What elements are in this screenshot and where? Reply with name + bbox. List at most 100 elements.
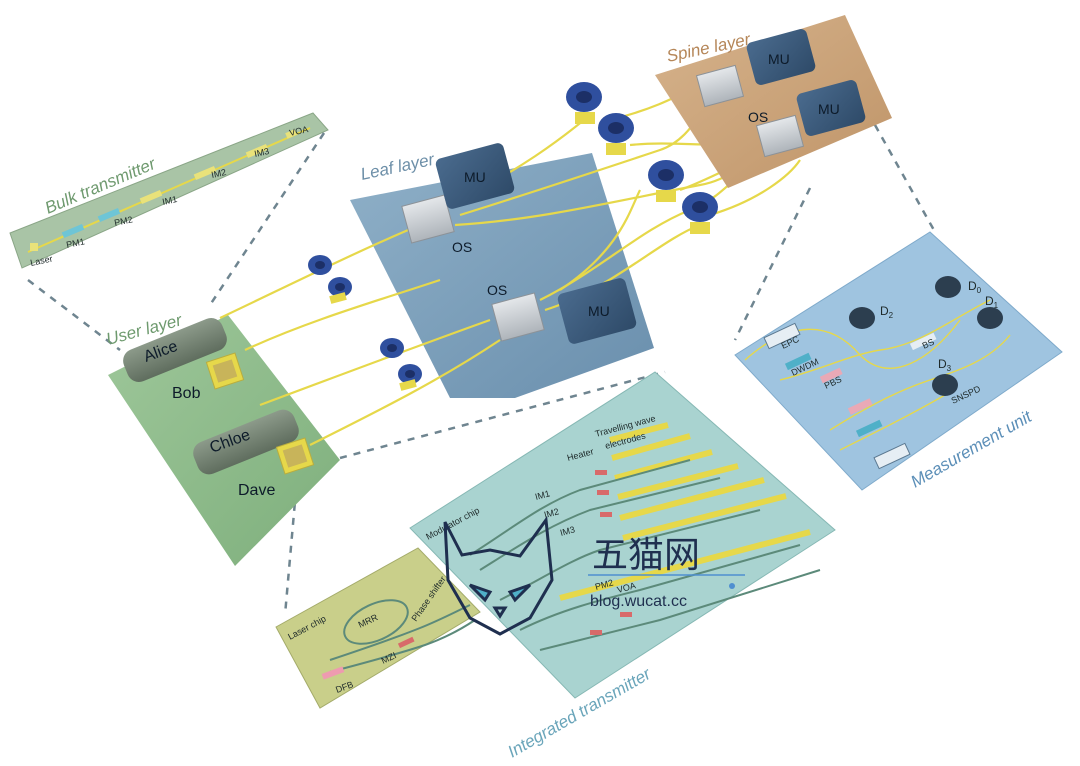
spool-spine-2 (598, 113, 634, 155)
bulk-im2-box (193, 165, 217, 181)
leaf-os-1 (401, 194, 455, 244)
leaf-os-2-label: OS (487, 282, 507, 298)
watermark-dot (729, 583, 735, 589)
laser-chip-panel (275, 547, 481, 709)
dfb-laser (321, 666, 345, 680)
heater-3 (600, 512, 612, 517)
dash-spine-left (733, 187, 812, 341)
dave-chip-core (282, 444, 308, 468)
spine-panel (655, 15, 892, 188)
waveguides (469, 459, 821, 651)
mu-detector-d1 (977, 307, 1003, 329)
dash-bulk-left (27, 279, 121, 351)
watermark-url: blog.wucat.cc (590, 593, 687, 610)
spine-mu-1 (746, 29, 816, 85)
leaf-mu-2-label: MU (588, 303, 610, 319)
bulk-label-pm1: PM1 (65, 236, 85, 250)
fiber-spools (308, 82, 718, 391)
laser-chip: Laser chip MRR Phase shifter MZI DFB (275, 547, 481, 709)
fiber-chloe-leaf2 (259, 318, 491, 407)
mrr-ring (343, 599, 409, 645)
mu-d2-label: D2 (880, 304, 894, 320)
mu-detector-d0 (935, 276, 961, 298)
heater-1 (595, 470, 607, 475)
integrated-panel (409, 371, 836, 699)
mu-fiber-3 (829, 334, 1011, 431)
chloe-device (193, 409, 299, 475)
spine-os-label: OS (748, 109, 768, 125)
spine-mu-2-label: MU (818, 101, 840, 117)
heater-5 (620, 612, 632, 617)
bulk-label-im3: IM3 (253, 146, 270, 159)
leaf-mu-1 (435, 143, 515, 209)
dash-bulk-right (208, 132, 326, 306)
mu-dwdm2-box (855, 419, 883, 438)
watermark-brand: 五猫网 (592, 534, 700, 575)
leaf-switch-1: MU OS (401, 143, 515, 255)
bulk-voa-box (285, 129, 297, 139)
spool-leaf-1 (308, 255, 352, 304)
spool-leaf-2 (380, 338, 422, 391)
dash-dave-right (339, 370, 666, 460)
bulk-label-pm2: PM2 (113, 214, 133, 228)
bulk-im3-box (245, 143, 269, 159)
measurement-panel (734, 231, 1063, 491)
leaf-mu-2 (557, 278, 637, 344)
spool-spine-1 (566, 82, 602, 124)
mu-pbs-box (819, 367, 843, 384)
mzi-heater (397, 636, 415, 649)
leaf-layer-title: Leaf layer (359, 150, 437, 184)
dash-spine-right (873, 124, 937, 233)
leaf-switch-2: MU OS (487, 278, 637, 344)
laser-wg-2 (329, 619, 476, 673)
watermark: 五猫网 blog.wucat.cc (443, 515, 745, 636)
bulk-label-voa: VOA (288, 124, 309, 138)
bob-label: Bob (172, 385, 201, 402)
mu-d1-label: D1 (985, 294, 999, 310)
im3-label: IM3 (559, 524, 576, 538)
spool-spine-4 (682, 192, 718, 234)
spool-spine-3 (648, 160, 684, 202)
measurement-unit: EPC DWDM PBS BS SNSPD D2 D0 D1 D3 Measur… (734, 231, 1063, 491)
cat-logo-icon (443, 515, 554, 636)
alice-device (123, 318, 227, 382)
mu-detector-d3 (932, 374, 958, 396)
bulk-label-laser: Laser (29, 253, 53, 267)
mu-dwdm-box (784, 352, 812, 371)
bulk-label-im1: IM1 (161, 194, 178, 207)
bob-chip-core (212, 359, 238, 383)
mu-fiber-2 (779, 299, 991, 381)
laser-wg-1 (329, 604, 471, 661)
bulk-pm2-box (97, 207, 121, 223)
leaf-os-1-label: OS (452, 239, 472, 255)
spine-mu-1-label: MU (768, 51, 790, 67)
fiber-leaf2-spine-c (559, 189, 641, 291)
leaf-os-2 (491, 292, 545, 342)
mu-detector-d2 (849, 307, 875, 329)
mu-epc-box (763, 322, 801, 350)
heater-4 (590, 630, 602, 635)
bulk-im1-box (139, 189, 163, 205)
bulk-label-im2: IM2 (210, 167, 227, 180)
fiber-bob-leaf1 (244, 278, 441, 351)
spine-layer: Spine layer (655, 15, 892, 188)
bulk-pm1-box (61, 223, 85, 239)
heater-2 (597, 490, 609, 495)
spine-os-1 (695, 64, 745, 108)
spine-switch: MU MU OS (695, 29, 866, 158)
mu-pbs2-box (847, 398, 873, 415)
mu-epc2-box (873, 442, 911, 470)
user-layer: User layer Alice Bob Chloe Dave (104, 310, 340, 566)
bulk-laser-box (30, 243, 38, 251)
mu-fiber-4 (839, 394, 946, 451)
spine-mu-2 (796, 80, 866, 136)
im1-label: IM1 (534, 488, 551, 502)
mu-d0-label: D0 (968, 279, 982, 295)
mu-bs-box (909, 332, 937, 351)
leaf-mu-1-label: MU (464, 169, 486, 185)
pm2-label: PM2 (594, 577, 614, 591)
spine-os-2 (755, 114, 805, 158)
mu-d3-label: D3 (938, 357, 952, 373)
